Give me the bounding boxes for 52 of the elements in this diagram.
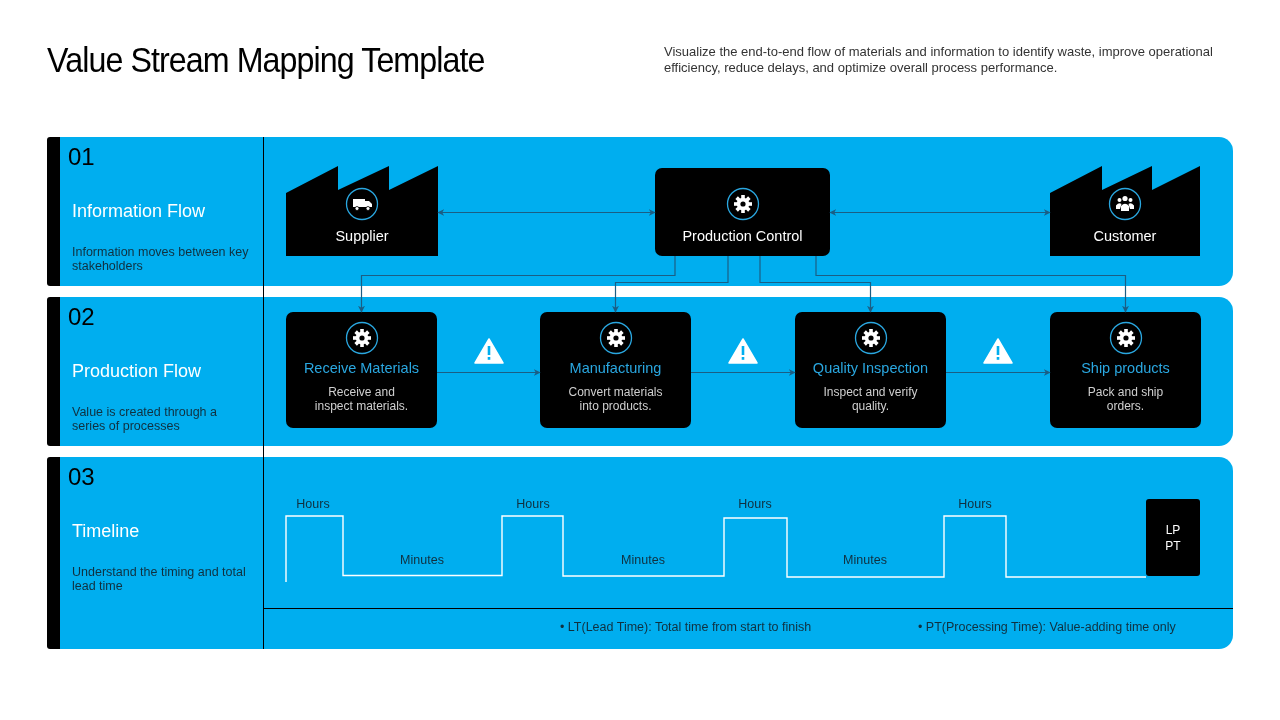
section-heading: Production Flow xyxy=(72,361,202,382)
time-box-label: LP PT xyxy=(1164,522,1182,554)
connector-arrow xyxy=(358,255,676,313)
connector-arrow xyxy=(437,209,656,216)
section-heading: Timeline xyxy=(72,521,140,542)
process-description: Pack and ship orders. xyxy=(1086,385,1165,413)
process-box xyxy=(1050,312,1201,428)
time-label: Minutes xyxy=(621,553,665,567)
process-description: Convert materials into products. xyxy=(567,385,664,413)
connector-arrow xyxy=(829,209,1051,216)
factory-node xyxy=(1050,166,1200,256)
time-label: Hours xyxy=(296,497,330,511)
connector-arrow xyxy=(815,255,1129,313)
control-box xyxy=(655,168,830,256)
process-box xyxy=(540,312,691,428)
legend-note: • PT(Processing Time): Value-adding time only xyxy=(918,620,1176,634)
node-label: Supplier xyxy=(334,228,390,244)
node-label: Customer xyxy=(1092,228,1158,244)
process-title: Manufacturing xyxy=(568,360,663,376)
legend-note: • LT(Lead Time): Total time from start to finish xyxy=(560,620,812,634)
process-description: Receive and inspect materials. xyxy=(313,385,410,413)
process-title: Quality Inspection xyxy=(811,360,930,376)
process-box xyxy=(286,312,437,428)
section-number: 02 xyxy=(68,303,95,331)
process-title: Ship products xyxy=(1080,360,1171,376)
time-label: Hours xyxy=(516,497,550,511)
title: Value Stream Mapping Template xyxy=(47,40,485,80)
time-label: Hours xyxy=(958,497,992,511)
node-label: Production Control xyxy=(681,228,804,244)
connector-arrow xyxy=(690,369,796,376)
section-heading: Information Flow xyxy=(72,201,206,222)
connector-arrow xyxy=(945,369,1051,376)
process-title: Receive Materials xyxy=(302,360,421,376)
process-description: Inspect and verify quality. xyxy=(822,385,919,413)
connector-arrow xyxy=(612,255,729,313)
section-description: Value is created through a series of processes xyxy=(72,405,218,433)
section-number: 01 xyxy=(68,143,95,171)
process-box xyxy=(795,312,946,428)
time-label: Minutes xyxy=(843,553,887,567)
section-band xyxy=(47,457,1233,649)
time-box xyxy=(1146,499,1200,576)
connector-arrow xyxy=(436,369,541,376)
section-description: Information moves between key stakeholders xyxy=(72,245,250,273)
time-label: Minutes xyxy=(400,553,444,567)
section-number: 03 xyxy=(68,463,95,491)
factory-node xyxy=(286,166,438,256)
section-description: Understand the timing and total lead time xyxy=(72,565,247,593)
subtitle: Visualize the end-to-end flow of materials and information to identify waste, improve operational efficiency, reduce delays, and optimize overall process performance. xyxy=(664,44,1214,76)
time-label: Hours xyxy=(738,497,772,511)
connector-arrow xyxy=(759,255,874,313)
section-band xyxy=(47,137,1233,286)
section-band xyxy=(47,297,1233,446)
